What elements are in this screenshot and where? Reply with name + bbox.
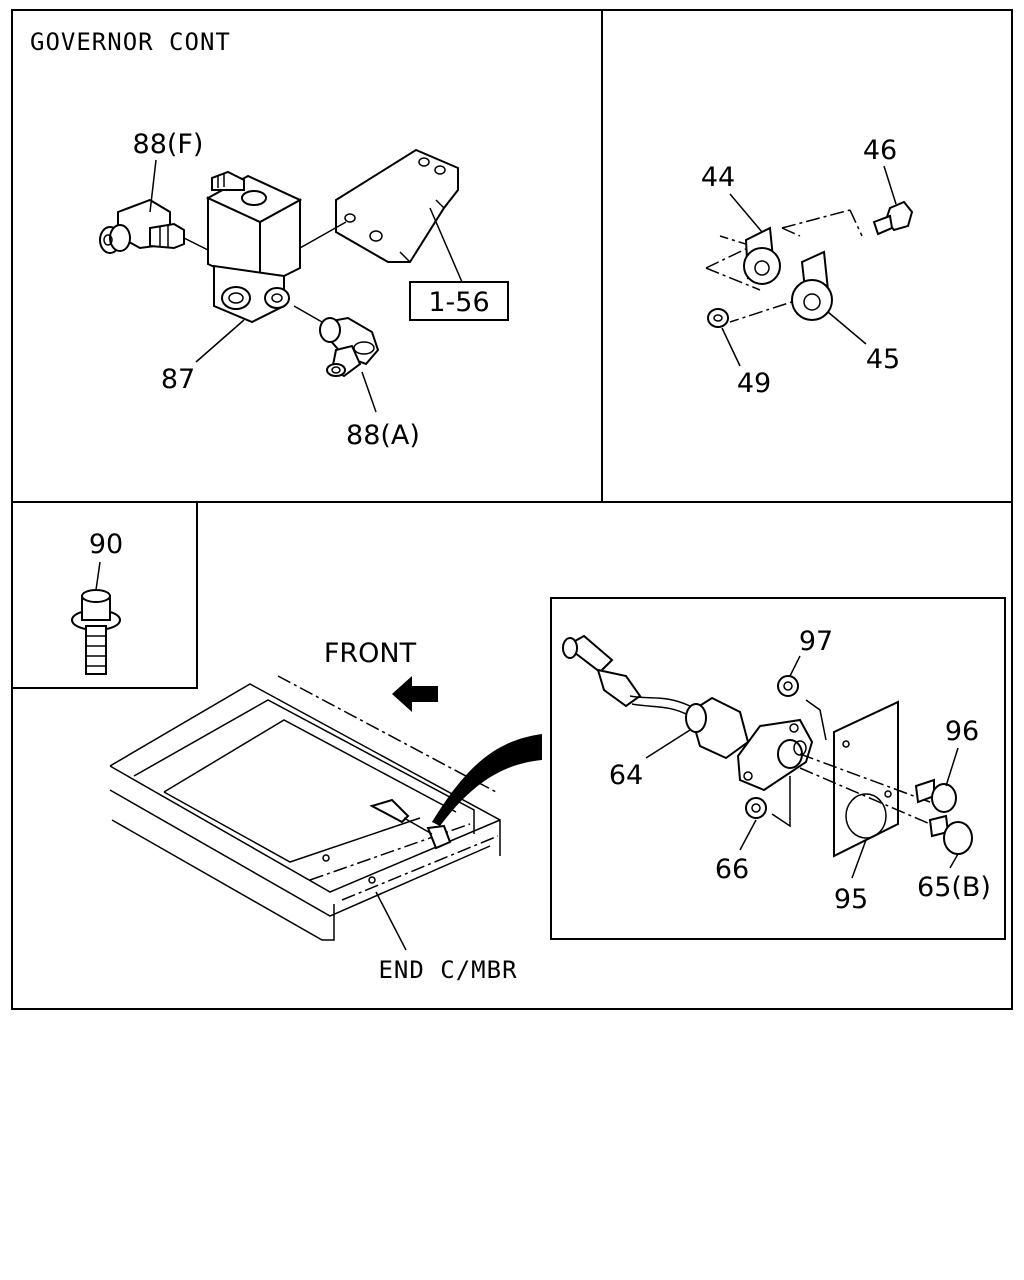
label-44: 44 (701, 162, 735, 193)
leader-96 (945, 747, 959, 787)
ref-label-1-56: 1-56 (428, 287, 489, 318)
bolt-96 (914, 778, 957, 813)
nut-49 (707, 308, 729, 328)
leader-44 (729, 193, 763, 233)
leader-65b (949, 853, 959, 869)
leader-49 (721, 327, 741, 367)
leader-97 (789, 655, 801, 677)
bolt-46 (872, 200, 914, 236)
label-90: 90 (89, 529, 123, 560)
sensor-location (369, 798, 452, 850)
ref-box-1-56 (409, 281, 509, 321)
leader-90 (95, 561, 101, 591)
leader-45 (827, 311, 867, 345)
sensor-64 (562, 634, 814, 792)
solenoid-valve (205, 170, 303, 324)
label-66: 66 (715, 854, 749, 885)
nut-97 (777, 675, 799, 697)
label-88f: 88(F) (133, 129, 204, 160)
bolt-90 (71, 589, 121, 675)
label-65b: 65(B) (917, 872, 991, 903)
detail-callout-arrow (432, 734, 542, 826)
leader-87 (195, 319, 245, 363)
fitting-88a (293, 305, 380, 378)
frame-panel: FRONT END C/MBR (109, 638, 542, 984)
ref-leader-1-56 (429, 207, 463, 283)
leader-end-member (375, 891, 407, 951)
leader-66 (739, 819, 757, 851)
bolt-panel-border (12, 502, 198, 689)
governor-title: GOVERNOR CONT (30, 28, 231, 56)
nut-97-guide (805, 699, 827, 741)
axis-line-65b (799, 767, 931, 825)
label-46: 46 (863, 135, 897, 166)
horn-panel: 44 46 45 49 (701, 135, 914, 399)
axis-line-96 (799, 753, 931, 803)
fitting-88f (99, 198, 209, 254)
leader-64 (645, 729, 691, 759)
detail-panel-border (550, 597, 1006, 940)
chassis-frame (109, 675, 501, 941)
detail-panel: 97 96 64 66 95 65(B) (562, 626, 991, 915)
gasket-edge-64 (771, 776, 791, 828)
front-label: FRONT (324, 638, 417, 669)
diagram-border (11, 9, 1013, 1010)
bolt-panel: 90 (71, 529, 123, 675)
valve-to-bracket-line (299, 221, 347, 249)
label-95: 95 (834, 884, 868, 915)
nut-66 (745, 797, 767, 819)
horn-45 (791, 250, 833, 321)
label-97: 97 (799, 626, 833, 657)
label-49: 49 (737, 368, 771, 399)
front-arrow-icon (392, 676, 438, 712)
label-64: 64 (609, 760, 643, 791)
label-88a: 88(A) (346, 420, 420, 451)
end-member-label: END C/MBR (378, 956, 517, 984)
bracket (335, 148, 459, 263)
leader-95 (851, 839, 867, 879)
horn-44 (743, 226, 781, 285)
bolt-65b (928, 814, 973, 855)
leader-88a (361, 371, 377, 413)
leader-88f (149, 159, 157, 213)
label-87: 87 (161, 364, 195, 395)
label-96: 96 (945, 716, 979, 747)
label-45: 45 (866, 344, 900, 375)
leader-46 (883, 165, 897, 205)
governor-panel: GOVERNOR CONT (30, 28, 509, 451)
